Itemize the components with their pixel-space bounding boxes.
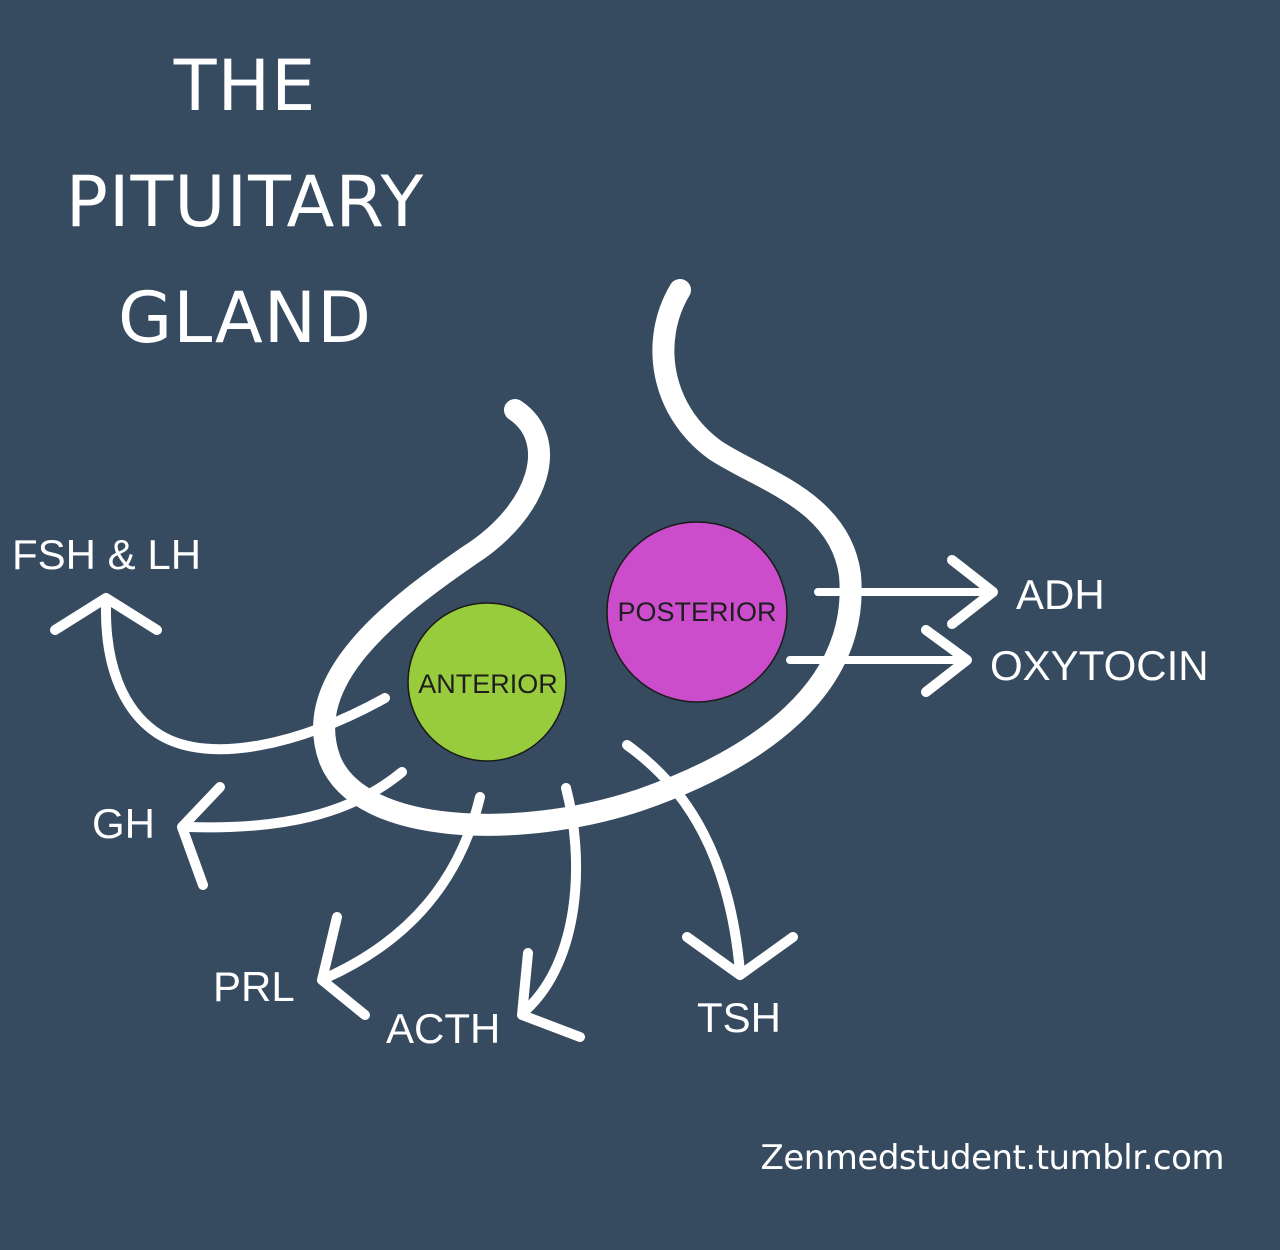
gh-arrow [183,767,407,833]
adh-arrowhead [947,555,998,629]
oxytocin-arrowhead [921,625,972,697]
gh-label: GH [92,800,155,847]
gland-outline-left [313,279,862,836]
acth-label: ACTH [386,1005,501,1052]
anterior-lobe-circle [407,602,567,762]
fsh-lh-arrow [100,600,390,755]
anterior-label: ANTERIOR [418,669,558,699]
posterior-lobe-circle [606,521,788,703]
adh-label: ADH [1016,571,1105,618]
prl-arrow [321,792,485,983]
fsh-lh-label: FSH & LH [12,531,202,578]
tsh-arrowhead [682,932,798,980]
acth-arrow [521,783,582,1015]
tsh-label: TSH [697,994,781,1041]
fsh-lh-arrowhead [50,593,162,635]
credit-link-text: Zenmedstudent.tumblr.com [760,1138,1225,1178]
title-line-1: THE [173,45,317,127]
oxytocin-label: OXYTOCIN [990,642,1209,689]
title-line-3: GLAND [118,277,372,359]
prl-arrowhead [317,912,370,1020]
tsh-arrow [622,740,745,977]
posterior-label: POSTERIOR [617,597,777,627]
gh-arrowhead [177,782,225,890]
acth-arrowhead [517,948,585,1042]
prl-label: PRL [213,963,295,1010]
title-line-2: PITUITARY [65,161,425,243]
